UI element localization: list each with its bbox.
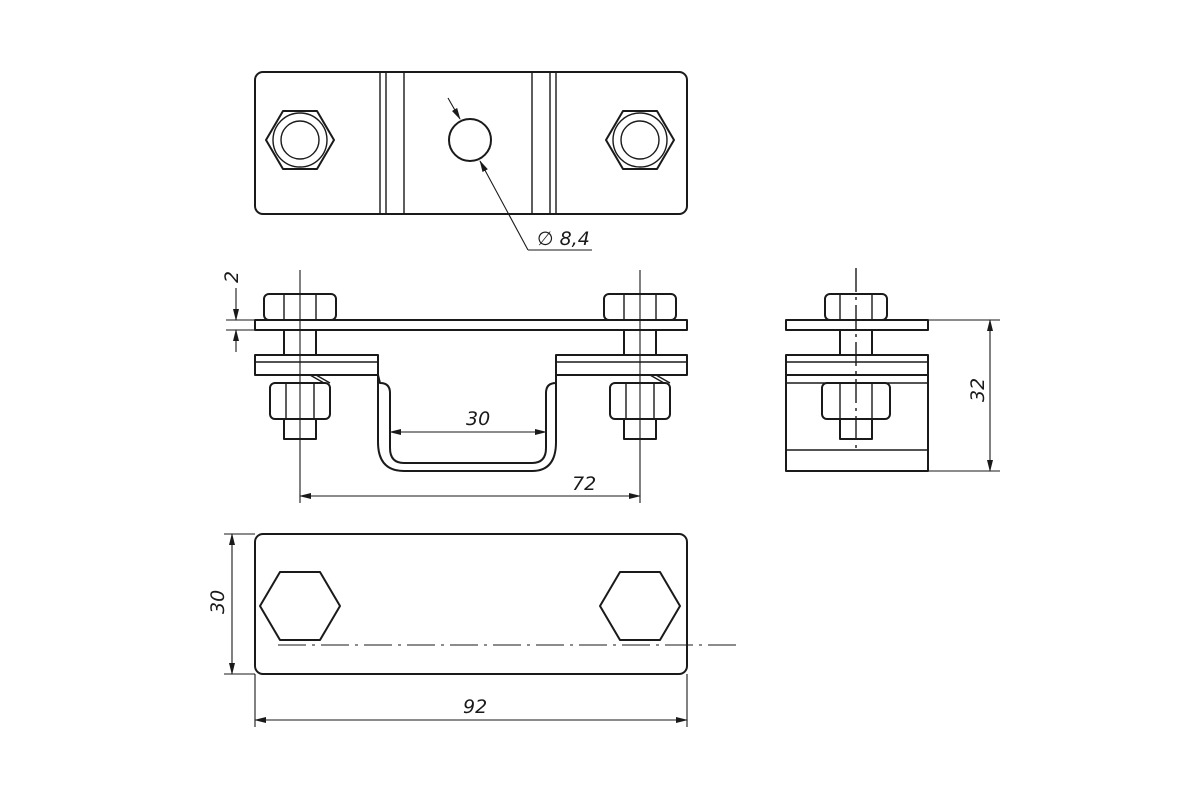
bolt-spacing-label: 72 <box>572 473 596 495</box>
channel-width-label: 30 <box>466 408 490 430</box>
top-view: ∅ 8,4 <box>254 71 688 251</box>
bolt-head-right <box>599 571 681 641</box>
bottom-plate <box>254 533 688 675</box>
upper-plate <box>254 319 688 331</box>
width-dimension <box>224 533 255 675</box>
bolt-spacing-dimension <box>299 270 641 503</box>
front-view: 2 30 72 <box>221 270 688 503</box>
channel-grooves <box>379 72 557 214</box>
side-upper-plate <box>785 319 929 331</box>
bolt-head-left <box>259 571 341 641</box>
height-dimension <box>928 319 1000 472</box>
hole-diameter-leader <box>447 97 592 251</box>
center-hole <box>448 118 492 162</box>
hole-diameter-label: ∅ 8,4 <box>537 228 590 250</box>
hex-nut-right <box>605 110 675 170</box>
thickness-label: 2 <box>221 271 243 283</box>
width-label: 30 <box>207 590 229 614</box>
height-label: 32 <box>967 378 989 402</box>
length-label: 92 <box>463 696 487 718</box>
side-bracket-top <box>785 354 929 376</box>
side-bolt <box>821 268 891 450</box>
bottom-view: 30 92 <box>207 533 742 727</box>
hex-nut-left <box>265 110 335 170</box>
thickness-dimension <box>226 288 255 352</box>
channel-bracket <box>254 354 688 472</box>
side-view: 32 <box>785 268 1000 472</box>
length-dimension <box>254 674 688 727</box>
